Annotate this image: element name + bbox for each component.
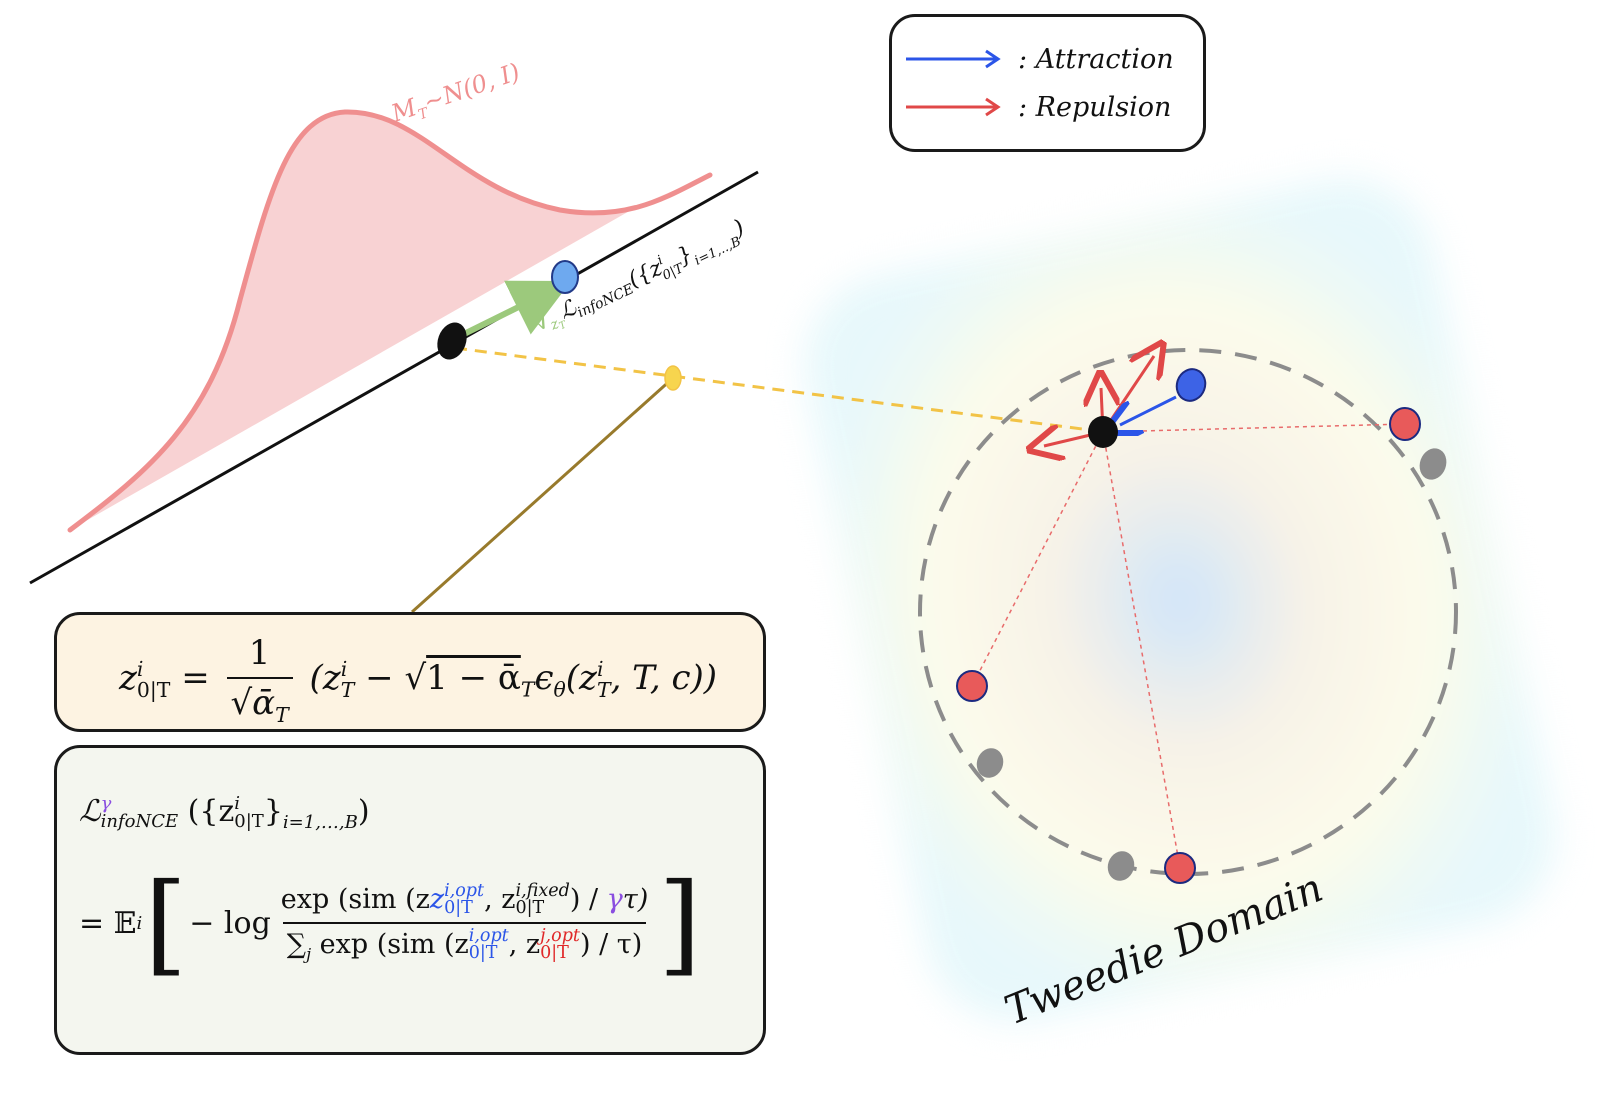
negative-point-3 [1164, 852, 1196, 884]
prior-label: MT~N(0, I) [387, 58, 525, 132]
prior-gaussian [67, 109, 713, 533]
noisy-latent-point [437, 322, 467, 360]
neutral-point-1 [1419, 448, 1447, 480]
gradient-arrow [460, 280, 572, 338]
neutral-point-3 [1107, 851, 1135, 881]
repulsion-lines [971, 423, 1406, 869]
legend-attraction: : Attraction [904, 39, 1174, 79]
legend-box: : Attraction : Repulsion [889, 14, 1206, 152]
attraction-arrow-icon [906, 49, 1001, 69]
neutral-point-2 [976, 748, 1004, 778]
projection-dashed-line [454, 346, 1091, 432]
latent-axis [29, 170, 759, 585]
attraction-label: : Attraction [1018, 43, 1174, 75]
tweedie-point-marker [664, 365, 682, 391]
repulsion-arrow-icon [906, 97, 1001, 117]
tweedie-domain-background [804, 178, 1556, 1022]
optimized-latent-point [551, 260, 579, 294]
attraction-arrow [1120, 395, 1177, 425]
anchor-point [1088, 416, 1118, 448]
negative-point-2 [956, 670, 988, 702]
positive-point [1175, 368, 1207, 402]
repulsion-label: : Repulsion [1018, 91, 1172, 123]
negative-point-1 [1389, 407, 1421, 441]
legend-repulsion: : Repulsion [904, 87, 1171, 127]
projection-solid-line [410, 376, 675, 614]
